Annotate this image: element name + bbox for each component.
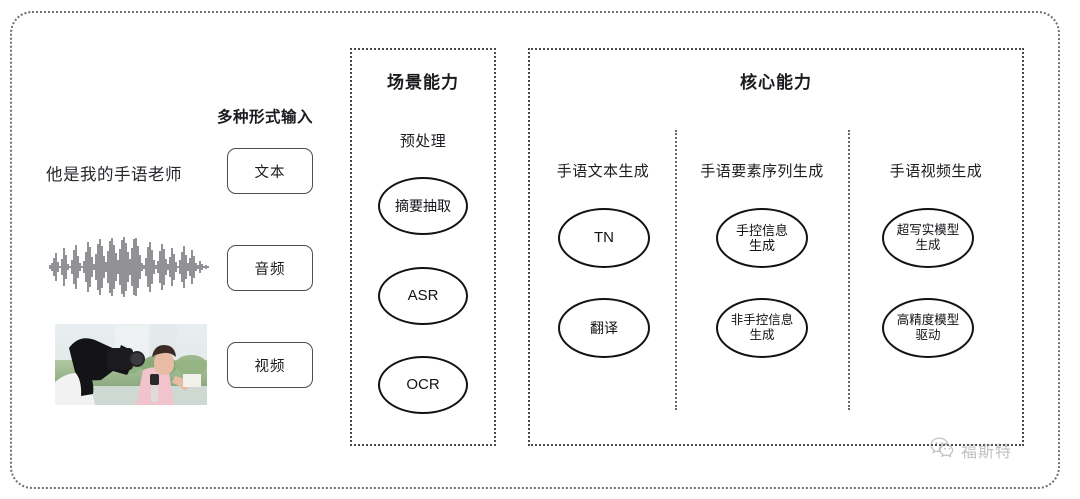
modality-button-video[interactable]: 视频	[227, 342, 313, 388]
scene-capability-panel: 场景能力 预处理 摘要抽取 ASR OCR	[350, 48, 496, 446]
watermark-text: 福斯特	[961, 441, 1013, 461]
node-label: OCR	[406, 376, 440, 394]
core-node-high-precision-model-driving[interactable]: 高精度模型 驱动	[882, 298, 974, 358]
core-node-manual-info-generation[interactable]: 手控信息 生成	[716, 208, 808, 268]
core-node-photorealistic-model-generation[interactable]: 超写实模型 生成	[882, 208, 974, 268]
core-node-translation[interactable]: 翻译	[558, 298, 650, 358]
node-label: 超写实模型 生成	[896, 223, 960, 252]
core-column-divider-1	[675, 130, 677, 410]
node-label: 翻译	[590, 319, 618, 336]
modality-label: 视频	[254, 358, 286, 375]
waveform-icon	[46, 236, 212, 298]
video-thumbnail	[55, 324, 207, 405]
node-label: 非手控信息 生成	[730, 313, 794, 342]
scene-panel-title: 场景能力	[387, 73, 459, 92]
core-node-non-manual-info-generation[interactable]: 非手控信息 生成	[716, 298, 808, 358]
modality-label: 文本	[254, 164, 286, 181]
core-column-label: 手语要素序列生成	[700, 163, 824, 180]
core-column-divider-2	[848, 130, 850, 410]
scene-node-abstract-extraction[interactable]: 摘要抽取	[378, 177, 468, 235]
sample-sentence-text: 他是我的手语老师	[46, 166, 182, 184]
outer-frame	[10, 11, 1060, 489]
core-panel-title: 核心能力	[740, 73, 812, 92]
node-label: 手控信息 生成	[735, 222, 788, 253]
watermark: 福斯特	[930, 437, 1012, 462]
scene-group-label: 预处理	[399, 133, 447, 150]
core-column-label: 手语视频生成	[889, 163, 983, 180]
core-capability-panel: 核心能力 手语文本生成 TN 翻译 手语要素序列生成 手控信息 生成 非手控信息…	[528, 48, 1024, 446]
modality-label: 音频	[254, 261, 286, 278]
core-column-label: 手语文本生成	[556, 163, 650, 180]
scene-node-ocr[interactable]: OCR	[378, 356, 468, 414]
input-section-title: 多种形式输入	[217, 109, 314, 126]
node-label: ASR	[407, 287, 439, 305]
node-label: 高精度模型 驱动	[896, 313, 960, 342]
core-node-tn[interactable]: TN	[558, 208, 650, 268]
node-label: TN	[594, 229, 614, 247]
wechat-icon	[930, 437, 956, 462]
node-label: 摘要抽取	[395, 197, 451, 214]
modality-button-audio[interactable]: 音频	[227, 245, 313, 291]
scene-node-asr[interactable]: ASR	[378, 267, 468, 325]
modality-button-text[interactable]: 文本	[227, 148, 313, 194]
